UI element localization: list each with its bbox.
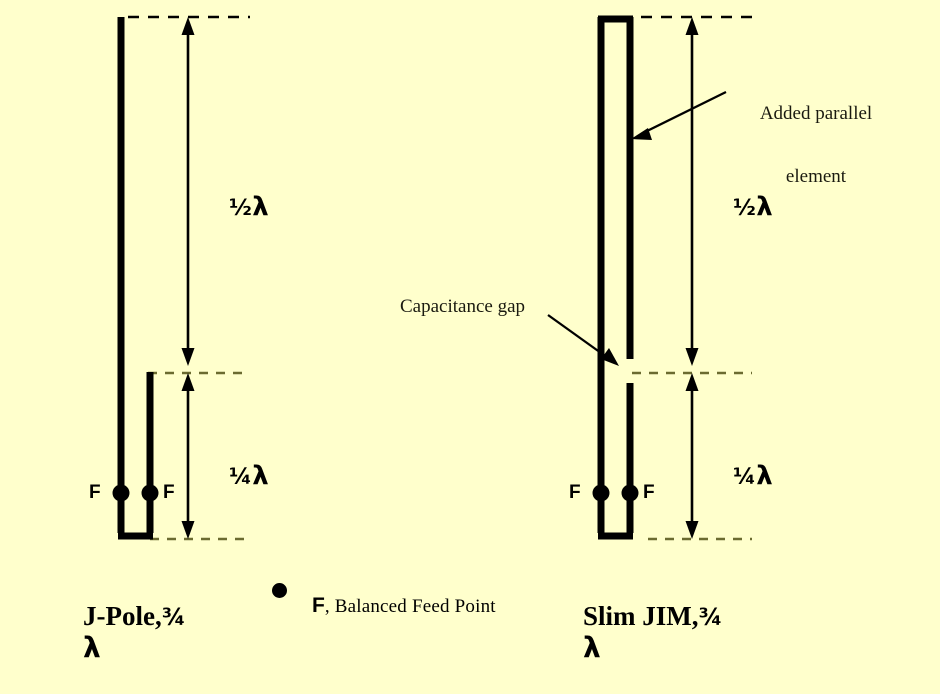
jpole-quarter-wave-dimension: [181, 373, 195, 539]
caption-jpole-fraction: ¾: [161, 605, 186, 632]
jpole-feed-point-left: [112, 484, 130, 502]
slimjim-quarter-wave-lambda: λ: [756, 461, 774, 491]
jpole-group: [112, 15, 250, 541]
caption-jpole-lambda: λ: [83, 630, 101, 664]
callout-capacitance-gap: Capacitance gap: [400, 296, 526, 317]
slimjim-quarter-wave-fraction: ¼: [733, 465, 757, 490]
diagram-canvas: ½λ ¼λ F F ½λ ¼λ F F Added parallel eleme…: [83, 15, 906, 664]
caption-slimjim-lambda: λ: [583, 630, 601, 664]
slimjim-added-element-leader: [631, 90, 727, 140]
legend-feed-point: F, Balanced Feed Point: [296, 576, 496, 635]
slimjim-feed-point-left: [592, 484, 610, 502]
jpole-half-wave-dimension: [181, 17, 195, 366]
jpole-quarter-wave-lambda: λ: [252, 461, 270, 491]
slimjim-half-wave-lambda: λ: [756, 192, 774, 222]
jpole-feed-point-right: [141, 484, 159, 502]
slimjim-half-wave-dimension: [685, 17, 699, 366]
jpole-half-wave-lambda: λ: [252, 192, 270, 222]
slimjim-half-wave-label: ½λ: [706, 165, 773, 250]
caption-slimjim: Slim JIM,¾ λ: [556, 571, 722, 694]
callout-added-parallel-element-line2: element: [785, 166, 847, 188]
antenna-diagram-svg: [112, 15, 752, 541]
jpole-quarter-wave-label: ¼λ: [202, 434, 269, 519]
caption-jpole: J-Pole,¾ λ: [56, 571, 186, 694]
caption-jpole-name: J-Pole,: [83, 601, 162, 632]
slimjim-quarter-wave-dimension: [685, 373, 699, 539]
callout-added-parallel-element: Added parallel element: [726, 60, 906, 230]
jpole-half-wave-fraction: ½: [229, 196, 253, 221]
slimjim-feed-label-right: F: [643, 482, 655, 503]
slimjim-half-wave-fraction: ½: [733, 196, 757, 221]
jpole-feed-label-right: F: [163, 482, 175, 503]
slimjim-group: [547, 15, 752, 541]
caption-slimjim-name: Slim JIM,: [583, 601, 699, 632]
callout-added-parallel-element-line1: Added parallel: [759, 102, 873, 124]
slimjim-capacitance-gap-leader: [547, 314, 619, 366]
caption-slimjim-fraction: ¾: [698, 605, 723, 632]
legend-feed-point-letter: F: [312, 593, 325, 617]
slimjim-quarter-wave-label: ¼λ: [706, 434, 773, 519]
legend-feed-point-dot: [272, 583, 287, 598]
legend-feed-point-text: , Balanced Feed Point: [324, 595, 496, 617]
jpole-half-wave-label: ½λ: [202, 165, 269, 250]
jpole-feed-label-left: F: [89, 482, 101, 503]
jpole-quarter-wave-fraction: ¼: [229, 465, 253, 490]
slimjim-feed-point-right: [621, 484, 639, 502]
slimjim-feed-label-left: F: [569, 482, 581, 503]
